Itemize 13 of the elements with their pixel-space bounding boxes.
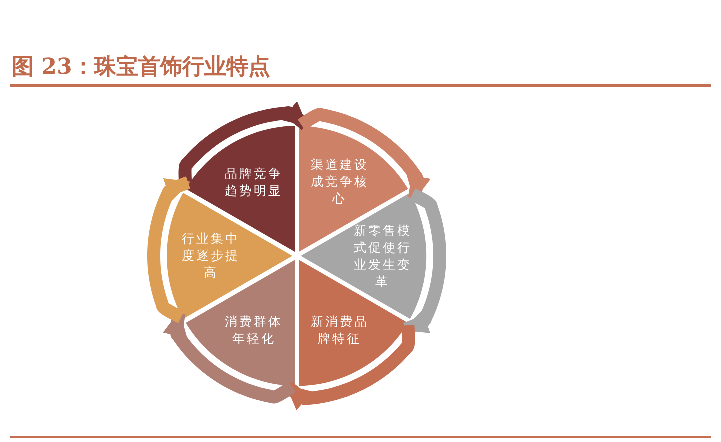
pie-segment [299,126,408,252]
curved-arrow [403,188,446,336]
segment-label: 行业集中度逐步提高 [182,230,240,282]
segment-label: 新消费品牌特征 [310,313,369,348]
segment-label: 渠道建设成竞争核心 [310,156,369,208]
curved-arrow [148,176,191,324]
segment-label: 消费群体年轻化 [225,313,284,348]
segment-label: 新零售模式促使行业发生变革 [354,222,412,290]
curved-arrow [163,311,296,404]
figure-title: 图 23：珠宝首饰行业特点 [12,53,270,82]
segment-label: 品牌竞争趋势明显 [225,164,284,199]
curved-arrow [298,108,431,201]
pie-segment [299,260,408,386]
